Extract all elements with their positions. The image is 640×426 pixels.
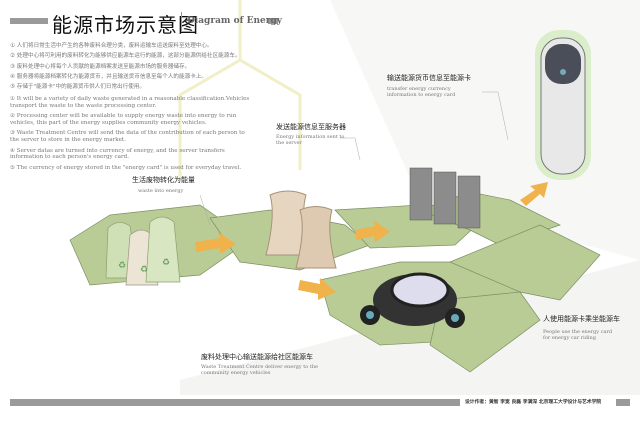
label-server-en: Energy information sent to the server bbox=[276, 134, 345, 146]
title-bar-left bbox=[10, 18, 48, 24]
title-divider bbox=[181, 12, 182, 32]
step-cn: ④ 服务器将能源档案转化为能源货币，并且输送货币信息至每个人的能源卡上。 bbox=[10, 73, 207, 80]
label-waste-cn: 生活废物转化为能量 bbox=[132, 176, 195, 184]
energy-vehicle-icon bbox=[360, 272, 465, 328]
step-cn: ⑤ 存储于"能源卡"中的能源货币供人们日常出行使用。 bbox=[10, 84, 146, 91]
label-ride-cn: 人使用能源卡乘坐能源车 bbox=[543, 315, 620, 323]
label-vehicle-en: Waste Treatment Centre deliver energy to… bbox=[201, 364, 319, 376]
label-waste-en: waste into energy bbox=[138, 188, 184, 194]
flow-arrows bbox=[195, 182, 548, 300]
label-server-cn: 发送能源信息至服务器 bbox=[276, 123, 346, 131]
footer-bar-left bbox=[10, 399, 460, 406]
svg-text:♻: ♻ bbox=[162, 258, 170, 268]
label-vehicle-cn: 废料处理中心输送能源给社区能源车 bbox=[201, 353, 313, 361]
step-cn: ① 人们将日常生活中产生的各种废料合理分类，废料运输车运送废料至处理中心。 bbox=[10, 43, 213, 49]
steps-en-list: ① It will be a variety of daily waste ge… bbox=[10, 96, 250, 175]
svg-text:♻: ♻ bbox=[140, 265, 148, 275]
step-en: ① It will be a variety of daily waste ge… bbox=[10, 96, 250, 109]
step-cn: ② 处理中心将可利用的废料转化为能够供应能源车运行的能源，这部分能源供给社区能源… bbox=[10, 53, 241, 60]
label-card-cn: 输送能源货币信息至能源卡 bbox=[387, 74, 471, 82]
step-en: ⑤ The currency of energy stored in the "… bbox=[10, 164, 242, 171]
label-ride-en: People use the energy card for energy ca… bbox=[543, 329, 613, 341]
label-card-en: transfer energy currency information to … bbox=[387, 86, 456, 98]
step-cn: ③ 废料处理中心将每个人贡献的能源档案发送至能源市场的服务器储存。 bbox=[10, 63, 191, 70]
energy-card-icon bbox=[535, 30, 591, 180]
processing-center-icon bbox=[265, 190, 337, 269]
step-en: ④ Server datas are turned into currency … bbox=[10, 147, 225, 161]
server-rack-icon bbox=[409, 167, 481, 229]
footer-bar-right bbox=[616, 399, 630, 406]
page-title: 能源市场示意图 bbox=[52, 13, 199, 37]
steps-cn-list: ① 人们将日常生活中产生的各种废料合理分类，废料运输车运送废料至处理中心。 ② … bbox=[10, 41, 241, 92]
title-bar-right bbox=[268, 18, 278, 24]
page-subtitle: Diagram of Energy bbox=[187, 16, 282, 26]
step-en: ③ Waste Treatment Centre will send the d… bbox=[10, 130, 245, 143]
svg-text:♻: ♻ bbox=[118, 261, 126, 271]
recycling-bins: ♻ ♻ ♻ bbox=[105, 216, 181, 286]
step-en: ② Processing center will be available to… bbox=[10, 113, 237, 126]
footer-credits: 设计作者：黄智 李宽 良磊 李满深 北京理工大学设计与艺术学院 bbox=[465, 400, 602, 405]
